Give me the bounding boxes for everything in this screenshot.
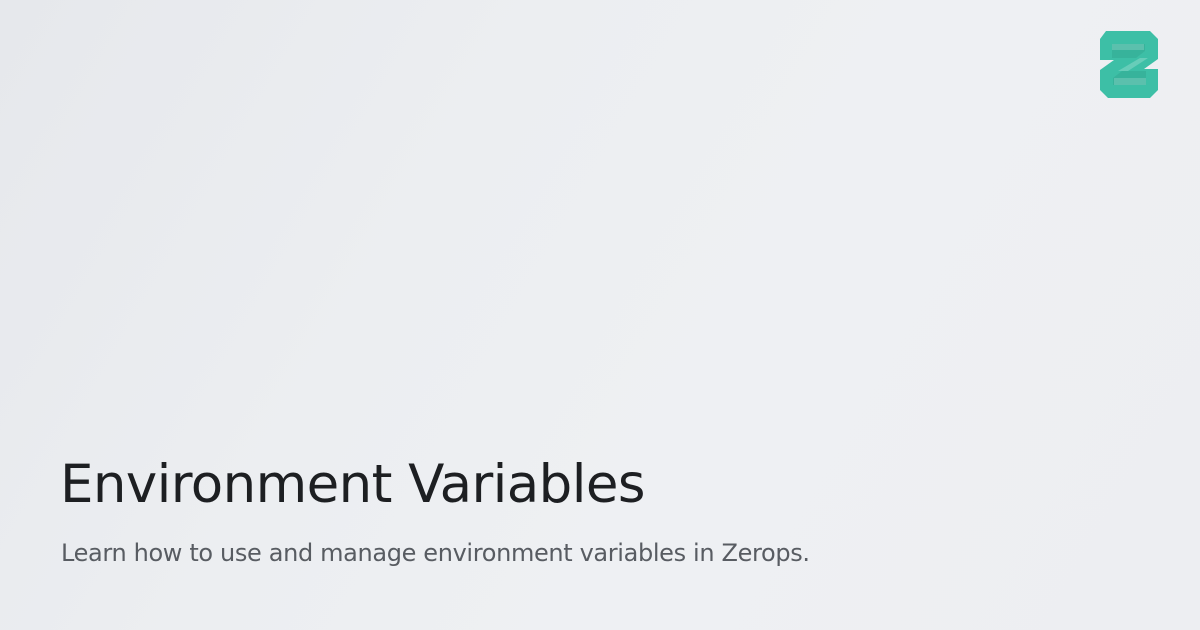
page-title: Environment Variables	[60, 454, 645, 515]
zerops-logo-icon	[1100, 31, 1158, 98]
page-subtitle: Learn how to use and manage environment …	[61, 539, 810, 567]
